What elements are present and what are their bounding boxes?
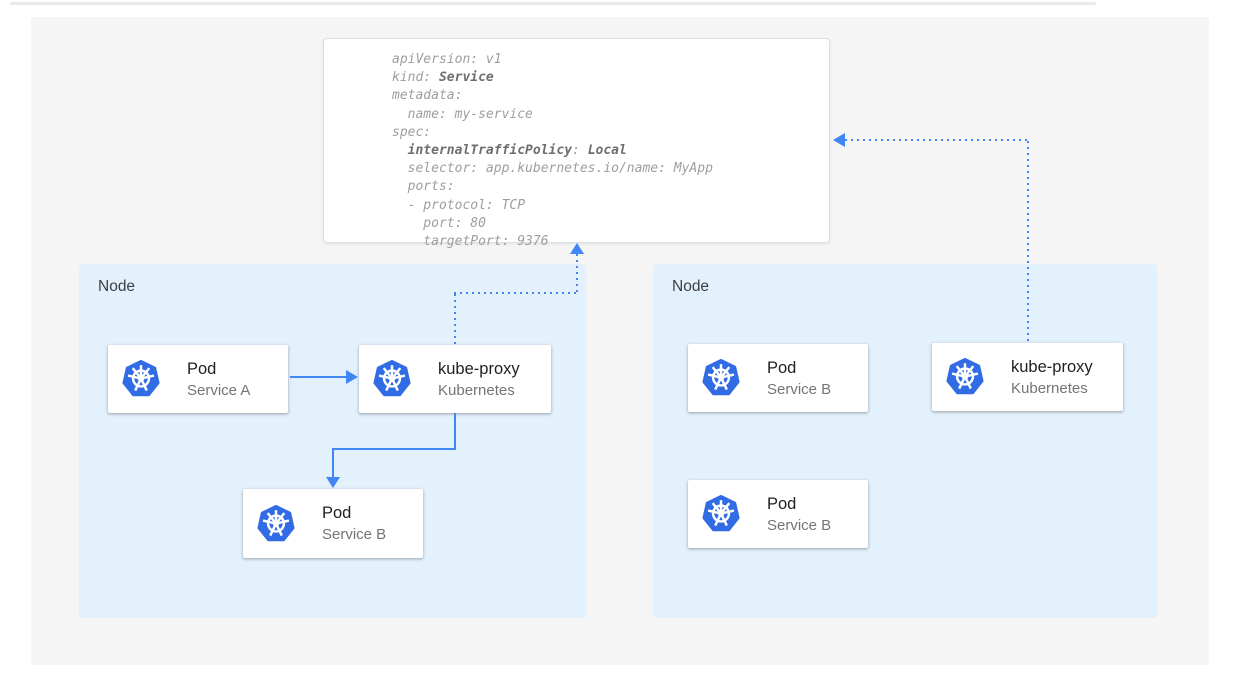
- arrowhead-left-icon: [833, 133, 845, 147]
- pod-service-b-card-left: Pod Service B: [243, 489, 423, 558]
- arrow-pod-a-to-kube-proxy: [290, 376, 348, 378]
- card-title: kube-proxy: [438, 359, 520, 378]
- arrow-kube-proxy-to-pod-b-seg3: [332, 448, 334, 478]
- pod-service-b-card-right-bottom: Pod Service B: [688, 480, 868, 548]
- pod-service-b-card-right-top: Pod Service B: [688, 344, 868, 412]
- card-subtitle: Service B: [322, 526, 387, 543]
- card-subtitle: Kubernetes: [438, 381, 515, 399]
- card-text: kube-proxy Kubernetes: [438, 358, 520, 401]
- card-text: Pod Service A: [187, 358, 250, 401]
- card-title: Pod: [767, 494, 797, 513]
- card-subtitle: Service B: [767, 516, 832, 534]
- kubernetes-icon: [945, 357, 985, 397]
- node-label: Node: [672, 278, 710, 295]
- card-subtitle: Service A: [187, 381, 251, 399]
- arrow-kube-proxy-to-pod-b-seg2: [332, 448, 456, 450]
- card-subtitle: Service B: [767, 380, 832, 398]
- kube-proxy-card-left: kube-proxy Kubernetes: [359, 345, 551, 413]
- arrowhead-right-icon: [346, 370, 358, 384]
- arrowhead-up-icon: [570, 243, 584, 254]
- node-left: Node Pod Service A kube-proxy Kubernetes: [79, 264, 586, 618]
- kubernetes-icon: [701, 358, 741, 398]
- kubernetes-icon: [256, 504, 296, 544]
- dotted-left-kube-proxy-to-yaml-seg2: [454, 292, 578, 294]
- node-label: Node: [98, 278, 136, 295]
- node-right: Node Pod Service B kube-proxy Kubernetes: [653, 264, 1157, 618]
- arrowhead-down-icon: [326, 477, 340, 488]
- card-text: kube-proxy Kubernetes: [1011, 356, 1093, 399]
- kubernetes-icon: [701, 494, 741, 534]
- top-divider: [10, 2, 1096, 5]
- arrow-kube-proxy-to-pod-b-seg1: [454, 413, 456, 450]
- dotted-right-kube-proxy-to-yaml-seg1: [1027, 141, 1029, 344]
- dotted-left-kube-proxy-to-yaml-seg3: [576, 254, 578, 294]
- card-title: Pod: [322, 504, 352, 522]
- card-text: Pod Service B: [767, 357, 831, 400]
- card-title: Pod: [767, 358, 797, 377]
- card-title: Pod: [187, 359, 217, 378]
- card-text: Pod Service B: [322, 502, 386, 545]
- dotted-left-kube-proxy-to-yaml-seg1: [454, 294, 456, 345]
- dotted-right-kube-proxy-to-yaml-seg2: [845, 139, 1029, 141]
- kubernetes-icon: [121, 359, 161, 399]
- kubernetes-icon: [372, 359, 412, 399]
- kube-proxy-card-right: kube-proxy Kubernetes: [932, 343, 1123, 411]
- card-text: Pod Service B: [767, 493, 831, 536]
- card-subtitle: Kubernetes: [1011, 379, 1088, 397]
- pod-service-a-card: Pod Service A: [108, 345, 288, 413]
- card-title: kube-proxy: [1011, 357, 1093, 376]
